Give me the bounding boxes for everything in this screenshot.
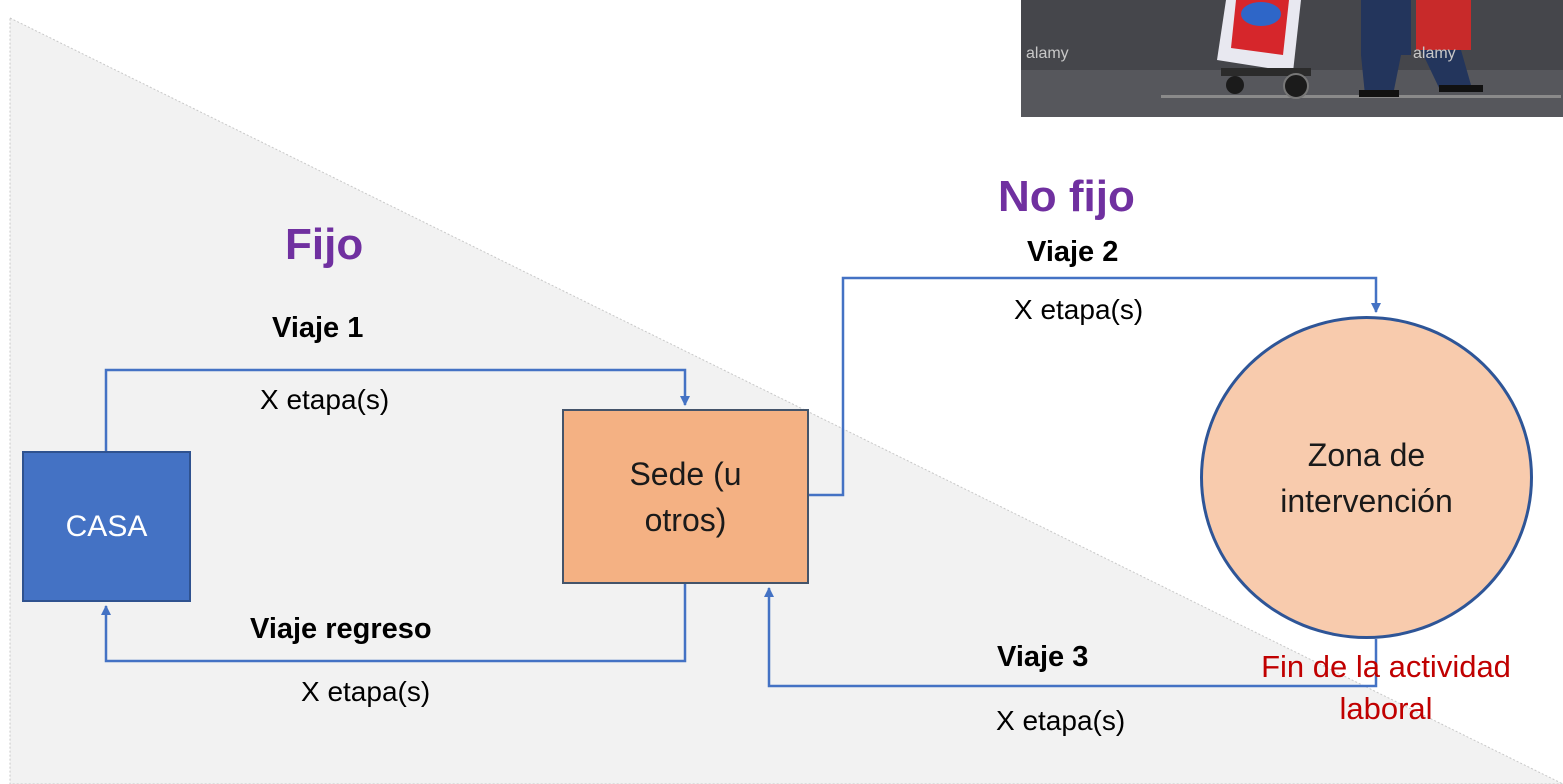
trip2-arrow — [809, 276, 1381, 497]
zone-label-line2: intervención — [1280, 482, 1453, 519]
return-trip-arrow — [101, 584, 687, 663]
trip1-title: Viaje 1 — [272, 312, 364, 344]
trip2-title: Viaje 2 — [1027, 236, 1119, 268]
zone-label-line1: Zona de — [1307, 436, 1426, 473]
end-activity-label: Fin de la actividad laboral — [1238, 646, 1534, 730]
home-node: CASA — [22, 451, 191, 602]
base-label-line2: otros) — [644, 501, 727, 538]
trip2-stages: X etapa(s) — [1014, 294, 1144, 325]
shaded-triangle-region — [9, 17, 1563, 784]
intervention-zone-node: Zona de intervención — [1200, 316, 1533, 639]
return-trip-title: Viaje regreso — [250, 613, 432, 645]
trip1-stages: X etapa(s) — [260, 384, 390, 415]
base-label-line1: Sede (u — [629, 455, 742, 492]
end-activity-line1: Fin de la actividad — [1261, 649, 1511, 684]
base-node: Sede (u otros) — [562, 409, 809, 584]
not-fixed-section-title: No fijo — [998, 172, 1135, 221]
end-activity-line2: laboral — [1339, 691, 1433, 726]
home-label: CASA — [65, 509, 148, 543]
watermark-right: alamy — [1413, 45, 1456, 62]
trip3-arrow — [764, 587, 1378, 688]
watermark-left: alamy — [1026, 45, 1069, 62]
return-trip-stages: X etapa(s) — [301, 676, 431, 707]
fixed-section-title: Fijo — [285, 220, 364, 269]
trip1-arrow — [104, 368, 690, 451]
street-vendor-photo: alamy alamy — [1021, 0, 1563, 117]
trip3-stages: X etapa(s) — [996, 705, 1126, 736]
trip3-title: Viaje 3 — [997, 641, 1089, 673]
